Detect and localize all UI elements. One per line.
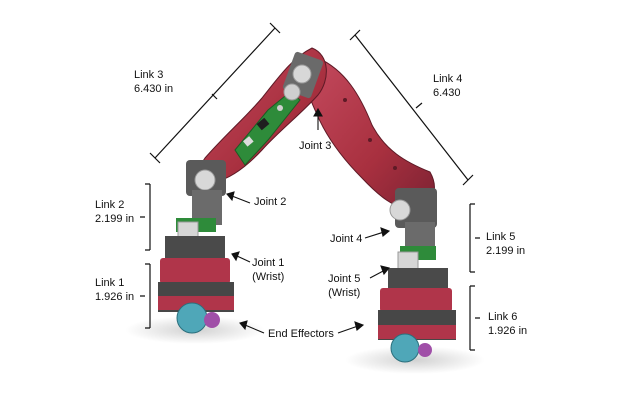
- link1-red-plate: [158, 296, 234, 310]
- joint1-name: Joint 1: [252, 257, 285, 269]
- joint5-name: Joint 5: [328, 273, 361, 285]
- link1-label: Link 1 1.926 in: [95, 276, 134, 304]
- pcb-chip: [243, 136, 254, 147]
- end-effector-arrowhead-right: [354, 321, 365, 331]
- end-effector-arrow-right: [337, 325, 359, 334]
- joint4-servo-cap: [389, 199, 411, 221]
- left-end-effector-hub: [204, 312, 220, 328]
- link3-pcb: [234, 91, 301, 166]
- link1-dimension-bracket: [140, 263, 151, 329]
- joint4-name: Joint 4: [330, 233, 363, 245]
- link2-label: Link 2 2.199 in: [95, 198, 134, 226]
- joint5-label: Joint 5 (Wrist): [328, 272, 360, 300]
- joint4-label: Joint 4: [330, 232, 362, 246]
- link4-hole: [368, 138, 372, 142]
- joint4-arrow: [364, 231, 385, 239]
- link3-name: Link 3: [134, 69, 164, 81]
- end-effector-arrow-left: [244, 324, 265, 334]
- link3-dimension-bracket: [149, 22, 281, 164]
- right-end-effector-gear: [390, 333, 420, 363]
- right-foot-shadow: [345, 346, 485, 374]
- link3-label: Link 3 6.430 in: [134, 68, 173, 96]
- joint2-arrowhead: [226, 191, 235, 202]
- joint3-name: Joint 3: [299, 140, 332, 152]
- pcb-chip: [256, 117, 270, 131]
- joint2-arrow: [231, 195, 251, 204]
- joint2-name: Joint 2: [254, 196, 287, 208]
- joint3-label: Joint 3: [299, 139, 331, 153]
- joint1-red-plate: [160, 258, 230, 284]
- link5-length: 2.199 in: [486, 245, 526, 257]
- link2-dimension-bracket: [140, 183, 151, 251]
- joint2-servo-cap: [194, 169, 216, 191]
- link6-dimension-bracket: [469, 285, 480, 351]
- link2-name: Link 2: [95, 199, 125, 211]
- end-effector-arrowhead-left: [239, 320, 248, 331]
- left-end-effector-gear: [176, 302, 208, 334]
- link5-label: Link 5 2.199 in: [486, 230, 525, 258]
- link4-length: 6.430: [433, 87, 461, 99]
- joint2-label: Joint 2: [254, 195, 286, 209]
- joint3-servo-cap: [283, 83, 301, 101]
- link4-label: Link 4 6.430: [433, 72, 462, 100]
- link6-length: 1.926 in: [488, 325, 528, 337]
- link6-label: Link 6 1.926 in: [488, 310, 527, 338]
- link2-length: 2.199 in: [95, 213, 135, 225]
- joint1-label: Joint 1 (Wrist): [252, 256, 284, 284]
- pcb-component: [277, 105, 283, 111]
- link6-name: Link 6: [488, 311, 518, 323]
- joint3-arrowhead: [313, 107, 323, 117]
- joint4-arrowhead: [380, 227, 391, 237]
- joint3-servo-cap: [292, 64, 312, 84]
- joint5-note: (Wrist): [328, 287, 361, 299]
- joint5-red-plate: [380, 288, 452, 312]
- link4-name: Link 4: [433, 73, 463, 85]
- link6-red-plate: [378, 325, 456, 339]
- link3-length: 6.430 in: [134, 83, 174, 95]
- link5-name: Link 5: [486, 231, 516, 243]
- link5-dimension-bracket: [469, 203, 480, 273]
- joint1-note: (Wrist): [252, 271, 285, 283]
- joint1-arrowhead: [231, 251, 240, 262]
- end-effectors-name: End Effectors: [268, 328, 334, 340]
- link1-name: Link 1: [95, 277, 125, 289]
- link1-length: 1.926 in: [95, 291, 135, 303]
- joint1-arrow: [236, 255, 251, 263]
- link4-hole: [343, 98, 347, 102]
- link4-dimension-bracket: [349, 29, 474, 186]
- joint5-arrowhead: [380, 265, 390, 276]
- right-end-effector-hub: [418, 343, 432, 357]
- end-effectors-label: End Effectors: [268, 327, 334, 341]
- link4-hole: [393, 166, 397, 170]
